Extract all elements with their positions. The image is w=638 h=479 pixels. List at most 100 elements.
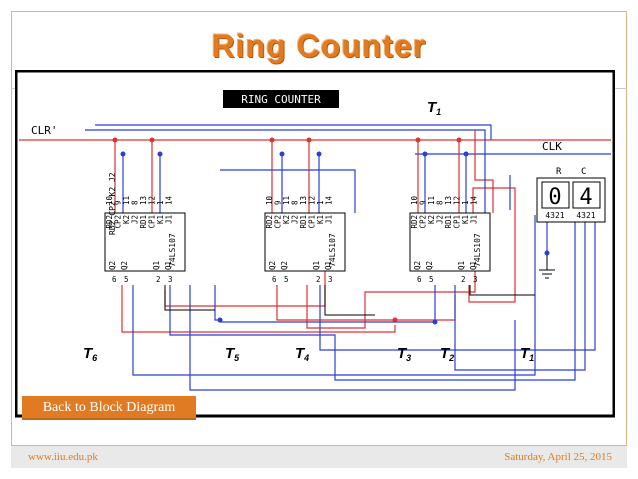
chip-pin-labels: RD210CP29K211J28RD113CP112K11J114Q26Q25Q… <box>105 195 479 284</box>
red-junctions <box>112 137 462 323</box>
svg-text:74LS107: 74LS107 <box>328 233 337 267</box>
chip-pin-number: 8 <box>291 200 300 205</box>
footer-bar <box>11 446 627 468</box>
svg-text:4321: 4321 <box>576 211 595 220</box>
footer-url[interactable]: www.iiu.edu.pk <box>28 451 98 463</box>
blue-wires <box>85 124 596 391</box>
seven-seg-display: R C 0 4 4321 4321 <box>536 167 606 223</box>
svg-text:74LS107: 74LS107 <box>168 233 177 267</box>
chip-pin-label: RD1 <box>139 215 148 229</box>
clk-label: CLK <box>542 140 562 153</box>
chip-pin-number: 2 <box>461 275 466 284</box>
chip-pin-number: 10 <box>410 195 419 205</box>
chip-pin-number: 11 <box>427 196 436 205</box>
chip-pin-label: Q1 <box>152 261 161 270</box>
chip-pin-label: CP2 <box>114 215 123 229</box>
chip-pin-number: 8 <box>131 200 140 205</box>
slide-title: Ring Counter <box>211 28 427 64</box>
svg-text:RD2 CP2 K2 J2: RD2 CP2 K2 J2 <box>108 172 117 235</box>
chip-pin-number: 6 <box>272 275 277 284</box>
chip-pin-label: J1 <box>325 215 334 224</box>
chip-pin-number: 13 <box>444 196 453 205</box>
display-digit-right: 4 <box>579 185 592 210</box>
chip-pin-label: J1 <box>470 215 479 224</box>
chip-pin-number: 11 <box>282 196 291 205</box>
back-to-block-diagram-button[interactable]: Back to Block Diagram <box>22 396 196 420</box>
chip-pin-number: 5 <box>124 275 129 284</box>
chip-pin-label: Q1 <box>457 261 466 270</box>
chip-pin-label: RD2 <box>265 215 274 229</box>
chip-pin-number: 3 <box>168 275 173 284</box>
chip-pin-number: 2 <box>316 275 321 284</box>
chip-pin-label: Q1 <box>469 261 478 270</box>
chip-pin-label: K2 <box>427 215 436 224</box>
chip-pin-label: K1 <box>156 215 165 224</box>
chip-pin-label: CP1 <box>453 215 462 229</box>
footer-date: Saturday, April 25, 2015 <box>504 451 612 463</box>
chip-pin-label: K1 <box>316 215 325 224</box>
chip-pin-number: 1 <box>461 200 470 205</box>
chip-pin-number: 10 <box>265 195 274 205</box>
chip-pin-number: 11 <box>122 196 131 205</box>
chip-pin-number: 12 <box>453 196 462 205</box>
chip-pin-label: Q1 <box>164 261 173 270</box>
chip-pin-label: CP2 <box>419 215 428 229</box>
chip-pin-number: 9 <box>419 200 428 205</box>
ring-counter-schematic: RING COUNTER CLR' CLK <box>15 70 615 418</box>
svg-text:R: R <box>556 167 562 177</box>
svg-text:C: C <box>581 167 586 177</box>
chip-pin-number: 14 <box>165 195 174 205</box>
chip-pin-label: J2 <box>131 215 140 224</box>
display-digit-left: 0 <box>548 185 561 210</box>
chip-pin-label: RD2 <box>410 215 419 229</box>
chip-pin-label: Q2 <box>120 261 129 270</box>
chip-pin-label: RD1 <box>299 215 308 229</box>
chip-pin-number: 10 <box>105 195 114 205</box>
t-label: T1 <box>427 99 441 117</box>
chip-pin-number: 12 <box>308 196 317 205</box>
chip-u1: RD2 CP2 K2 J2 74LS107 <box>104 172 186 272</box>
chip-pin-label: CP1 <box>148 215 157 229</box>
chip-pin-number: 6 <box>417 275 422 284</box>
t-label: T2 <box>440 345 454 363</box>
svg-text:4321: 4321 <box>545 211 564 220</box>
chip-pin-number: 13 <box>299 196 308 205</box>
chip-pin-label: K1 <box>461 215 470 224</box>
chip-pin-label: K2 <box>282 215 291 224</box>
chip-u2: 74LS107 <box>264 212 346 272</box>
chip-pin-label: J2 <box>436 215 445 224</box>
chip-pin-number: 14 <box>325 195 334 205</box>
t-label: T4 <box>295 345 309 363</box>
t-label: T3 <box>397 345 411 363</box>
chip-pin-number: 13 <box>139 196 148 205</box>
chip-pin-label: Q1 <box>324 261 333 270</box>
chip-pin-label: Q2 <box>280 261 289 270</box>
blue-junctions <box>120 151 550 325</box>
svg-text:74LS107: 74LS107 <box>473 233 482 267</box>
chip-pin-label: RD2 <box>105 215 114 229</box>
chip-pin-label: CP2 <box>274 215 283 229</box>
chip-pin-label: Q1 <box>312 261 321 270</box>
t-label: T1 <box>520 345 534 363</box>
chip-pin-number: 3 <box>473 275 478 284</box>
chip-pin-label: Q2 <box>413 261 422 270</box>
chip-pin-label: Q2 <box>108 261 117 270</box>
t-label: T6 <box>83 345 98 363</box>
chip-pin-number: 9 <box>274 200 283 205</box>
t-label: T5 <box>225 345 240 363</box>
chip-pin-label: RD1 <box>444 215 453 229</box>
chip-pin-number: 14 <box>470 195 479 205</box>
chip-pin-number: 12 <box>148 196 157 205</box>
chip-pin-number: 1 <box>316 200 325 205</box>
chip-pin-label: J2 <box>291 215 300 224</box>
chip-pin-number: 2 <box>156 275 161 284</box>
chip-pin-number: 5 <box>429 275 434 284</box>
black-wires <box>164 285 535 316</box>
clr-label: CLR' <box>31 124 58 137</box>
schematic-banner: RING COUNTER <box>241 93 321 106</box>
chip-pin-label: Q2 <box>268 261 277 270</box>
chip-pin-number: 8 <box>436 200 445 205</box>
footer-divider <box>11 445 627 446</box>
chip-pin-number: 3 <box>328 275 333 284</box>
schematic-banner-bg <box>223 90 339 108</box>
